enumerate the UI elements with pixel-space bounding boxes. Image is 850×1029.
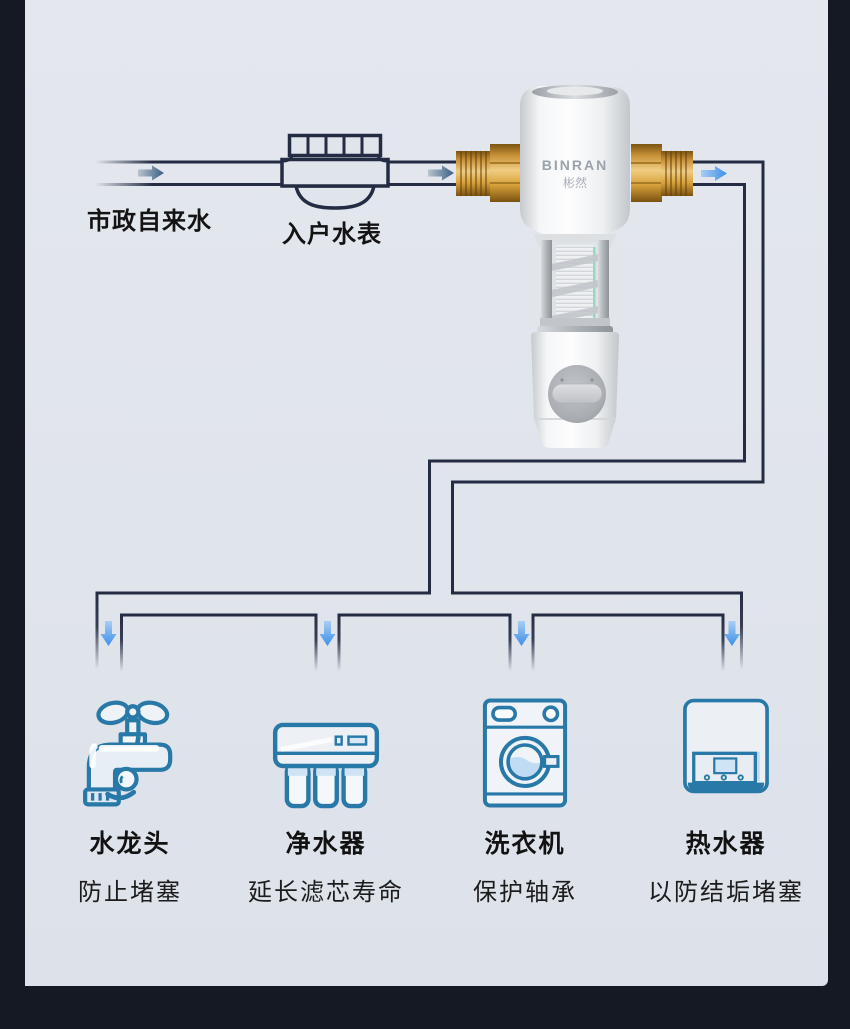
appliance-name: 洗衣机 bbox=[484, 830, 566, 858]
appliance-benefit: 延长滤芯寿命 bbox=[248, 879, 404, 906]
appliance-benefit: 保护轴承 bbox=[473, 879, 577, 906]
appliance-name: 热水器 bbox=[685, 830, 767, 858]
faucet-icon bbox=[72, 680, 188, 810]
appliance-faucet: 水龙头 防止堵塞 bbox=[38, 680, 222, 907]
water-meter-icon bbox=[280, 133, 390, 210]
filter-head: BINRAN 彬然 bbox=[520, 85, 630, 234]
appliance-benefit: 以防结垢堵塞 bbox=[648, 879, 804, 906]
appliance-washer: 洗衣机 保护轴承 bbox=[433, 680, 617, 907]
flush-valve-cup bbox=[531, 332, 619, 448]
appliance-purifier: 净水器 延长滤芯寿命 bbox=[234, 680, 418, 907]
water-heater-icon bbox=[682, 680, 770, 810]
brand-text: BINRAN bbox=[542, 157, 608, 173]
meter-outlet-flow-arrow-icon bbox=[428, 165, 454, 181]
distribution-pipe bbox=[95, 591, 743, 672]
brand-cn-text: 彬然 bbox=[563, 175, 587, 190]
branch-flow-arrow-down-icon bbox=[319, 621, 336, 646]
appliance-name: 净水器 bbox=[285, 830, 367, 858]
brass-fitting-left bbox=[456, 144, 529, 202]
branch-flow-arrow-down-icon bbox=[513, 621, 530, 646]
municipal-water-label: 市政自来水 bbox=[87, 208, 212, 235]
filtered-flow-arrow-icon bbox=[701, 166, 727, 181]
appliance-name: 水龙头 bbox=[89, 830, 171, 858]
brass-fitting-right bbox=[626, 144, 693, 202]
appliance-heater: 热水器 以防结垢堵塞 bbox=[634, 680, 818, 907]
diagram-canvas bbox=[25, 0, 828, 986]
filter-bottle bbox=[537, 240, 613, 338]
prefilter-product: BINRAN 彬然 bbox=[456, 85, 693, 448]
branch-flow-arrow-down-icon bbox=[724, 621, 740, 646]
water-meter-label: 入户水表 bbox=[282, 221, 382, 248]
inlet-flow-arrow-icon bbox=[138, 165, 164, 181]
branch-flow-arrow-down-icon bbox=[100, 621, 117, 646]
water-purifier-icon bbox=[267, 680, 385, 810]
washing-machine-icon bbox=[480, 680, 570, 810]
appliance-benefit: 防止堵塞 bbox=[78, 879, 182, 906]
